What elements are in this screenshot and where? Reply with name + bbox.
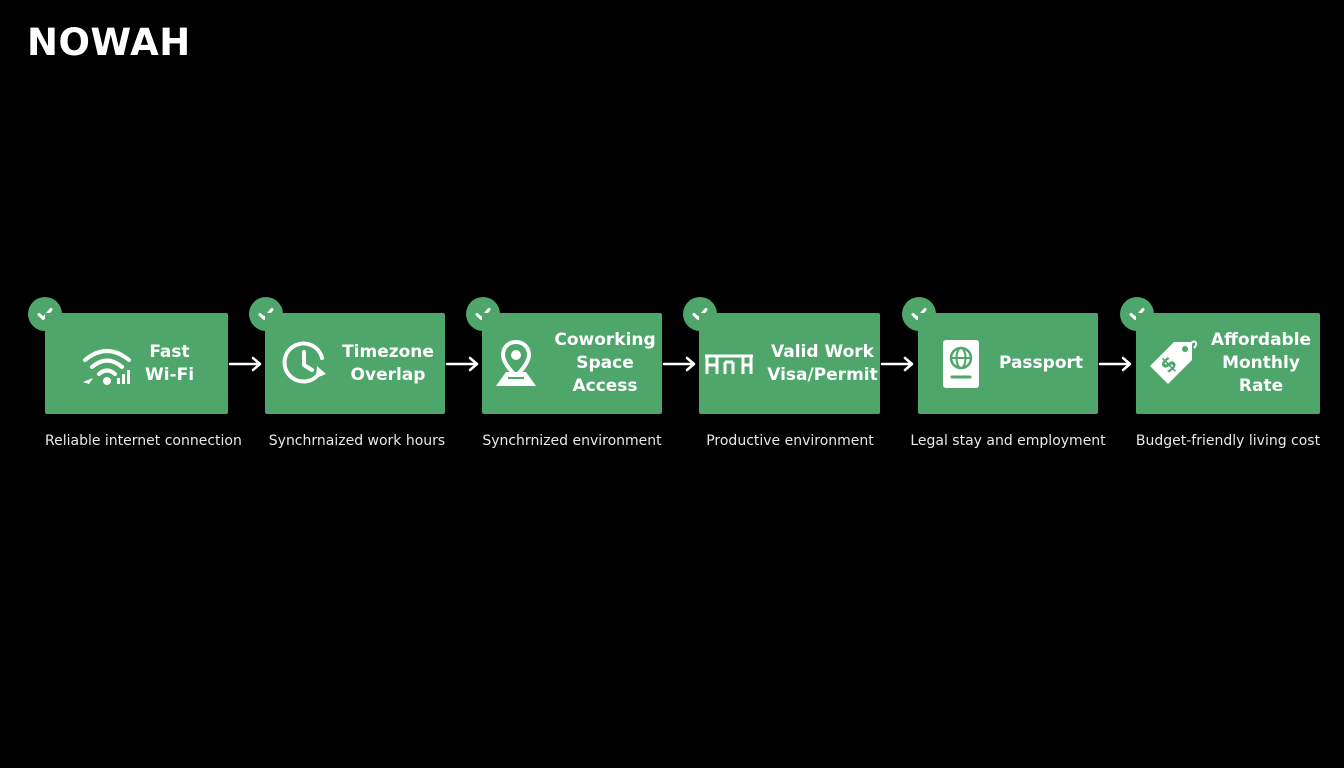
- arrow-right-icon: [228, 356, 262, 372]
- location-pin-icon: [488, 336, 544, 392]
- arrow-right-icon: [1098, 356, 1132, 372]
- passport-icon: [933, 336, 989, 392]
- step-valid-work-visa: Valid Work Visa/Permit: [699, 313, 880, 414]
- price-tag-icon: $: [1144, 336, 1200, 392]
- step-passport: Passport: [918, 313, 1098, 414]
- arrow-right-icon: [445, 356, 479, 372]
- step-title: Fast Wi-Fi: [144, 341, 195, 385]
- step-fast-wifi: Fast Wi-Fi: [45, 313, 228, 414]
- step-title: Valid Work Visa/Permit: [767, 341, 878, 385]
- step-caption: Legal stay and employment: [910, 433, 1106, 449]
- step-caption: Synchrnaized work hours: [268, 433, 446, 449]
- brand-logo: NOWAH: [27, 21, 191, 64]
- step-timezone-overlap: Timezone Overlap: [265, 313, 445, 414]
- step-caption: Budget-friendly living cost: [1135, 433, 1321, 449]
- step-title: Coworking Space Access: [554, 330, 656, 396]
- step-caption: Reliable internet connection: [45, 433, 242, 449]
- step-caption: Productive environment: [706, 433, 874, 449]
- step-title: Passport: [998, 353, 1084, 373]
- step-title: Affordable Monthly Rate: [1210, 330, 1312, 396]
- desk-icon: [701, 336, 757, 392]
- step-title: Timezone Overlap: [342, 341, 434, 385]
- step-caption: Synchrnized environment: [482, 433, 662, 449]
- wifi-icon: [79, 336, 135, 392]
- step-affordable-monthly-rate: $ Affordable Monthly Rate: [1136, 313, 1320, 414]
- arrow-right-icon: [662, 356, 696, 372]
- arrow-right-icon: [880, 356, 914, 372]
- clock-icon: [276, 336, 332, 392]
- step-coworking-space-access: Coworking Space Access: [482, 313, 662, 414]
